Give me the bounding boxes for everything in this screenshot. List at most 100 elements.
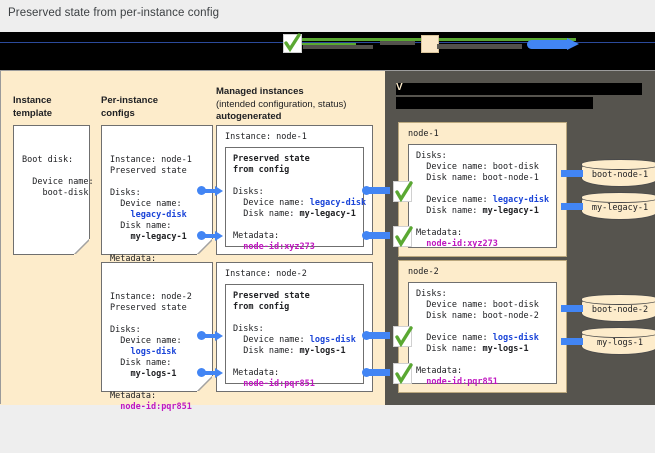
- disk-name-label: Disk name:: [120, 358, 172, 368]
- column-heading-instance-template: Instance template: [13, 95, 52, 120]
- disk-label: boot-node-2: [591, 305, 649, 315]
- connector-bar-mi2-disk: [369, 332, 390, 339]
- preserved-device-name-value: legacy-disk: [492, 195, 550, 205]
- disk-name-value: my-legacy-1: [299, 209, 356, 219]
- legend-rule: [0, 42, 655, 43]
- heading-line-2: configs: [101, 107, 135, 119]
- preserved-device-name-value: logs-disk: [492, 333, 539, 343]
- boot-device-name-label: Device name:: [426, 162, 493, 172]
- node-name: node-2: [408, 267, 439, 277]
- column-heading-right-obscured-1: [396, 83, 642, 95]
- column-heading-right-visible-glyph: V: [396, 82, 403, 93]
- device-name-label: Device name:: [243, 335, 310, 345]
- device-name-label: Device name:: [120, 336, 182, 346]
- connector-node1-legacy-disk: [561, 203, 583, 210]
- managed-instance-box-node-1: Instance: node-1 Preserved state from co…: [216, 125, 373, 255]
- checkmark-icon: [283, 33, 302, 53]
- instance-template-content: Boot disk: Device name: boot-disk: [14, 148, 94, 206]
- device-name-value: logs-disk: [309, 335, 356, 345]
- connector-line-cfg2-metadata: [203, 370, 215, 375]
- connector-dot-mi1-metadata: [362, 231, 371, 240]
- disks-label: Disks:: [416, 289, 447, 299]
- metadata-value: node-id:pqr851: [426, 377, 498, 387]
- connector-dot-mi2-metadata: [362, 368, 371, 377]
- disk-cylinder-my-logs-1: my-logs-1: [581, 327, 655, 355]
- node-card-node-2: node-2 Disks: Device name: boot-disk Dis…: [398, 260, 567, 393]
- boot-device-name-label: Device name:: [426, 300, 493, 310]
- connector-node1-boot-disk: [561, 170, 583, 177]
- metadata-label: Metadata:: [416, 366, 463, 376]
- per-instance-config-box-node-1: Instance: node-1 Preserved state Disks: …: [101, 125, 213, 275]
- boot-disk-heading: Boot disk:: [22, 155, 74, 165]
- connector-dot-mi1-disk: [362, 186, 371, 195]
- legend-band: [0, 32, 655, 70]
- preserved-disk-name-label: Disk name:: [426, 344, 483, 354]
- preserved-line-2: from config: [233, 302, 290, 312]
- device-name-value: boot-disk: [42, 188, 89, 198]
- metadata-label: Metadata:: [110, 254, 157, 264]
- disk-label: my-legacy-1: [591, 203, 649, 213]
- connector-arrow-cfg1-metadata: [215, 230, 223, 241]
- boot-disk-name-label: Disk name:: [426, 173, 483, 183]
- blue-arrow-head-icon: [567, 38, 579, 50]
- preserved-line-1: Preserved state: [233, 291, 310, 301]
- disk-label: my-logs-1: [596, 338, 644, 348]
- preserved-device-name-label: Device name:: [426, 333, 493, 343]
- preserved-line-1: Preserved state: [233, 154, 310, 164]
- preserved-state-label: Preserved state: [110, 303, 187, 313]
- disk-name-label: Disk name:: [243, 346, 300, 356]
- connector-bar-mi1-metadata: [369, 232, 390, 239]
- instance-template-box: Boot disk: Device name: boot-disk: [13, 125, 94, 255]
- diagram-page: Preserved state from per-instance config…: [0, 7, 655, 412]
- disks-label: Disks:: [233, 187, 264, 197]
- metadata-value: node-id:pqr851: [243, 379, 315, 389]
- metadata-label: Metadata:: [233, 368, 280, 378]
- preserved-device-name-label: Device name:: [426, 195, 493, 205]
- disk-name-value: my-logs-1: [130, 369, 177, 379]
- node-details: Disks: Device name: boot-disk Disk name:…: [408, 144, 557, 249]
- panel-left-edge: [0, 70, 1, 404]
- node-name: node-1: [408, 129, 439, 139]
- connector-line-cfg1-disk: [203, 188, 215, 193]
- node-card-node-1: node-1 Disks: Device name: boot-disk Dis…: [398, 122, 567, 257]
- disk-label: boot-node-1: [591, 170, 649, 180]
- connector-dot-cfg2-metadata: [197, 368, 206, 377]
- instance-name: Instance: node-1: [110, 155, 192, 165]
- disk-cylinder-boot-node-2: boot-node-2: [581, 294, 655, 322]
- preserved-disk-name-label: Disk name:: [426, 206, 483, 216]
- metadata-label: Metadata:: [110, 391, 157, 401]
- node-details: Disks: Device name: boot-disk Disk name:…: [408, 282, 557, 387]
- config-content: Instance: node-2 Preserved state Disks: …: [102, 285, 212, 420]
- connector-line-cfg1-metadata: [203, 233, 215, 238]
- heading-line-1: Managed instances: [216, 86, 304, 97]
- boot-device-name-value: boot-disk: [492, 162, 539, 172]
- preserved-line-2: from config: [233, 165, 290, 175]
- status-check-node2-disk: [393, 326, 413, 348]
- connector-bar-mi2-metadata: [369, 369, 390, 376]
- metadata-value: node-id:xyz273: [426, 239, 498, 249]
- disk-name-value: my-legacy-1: [130, 232, 187, 242]
- disks-label: Disks:: [110, 325, 141, 335]
- status-check-node1-metadata: [393, 226, 413, 248]
- boot-device-name-value: boot-disk: [492, 300, 539, 310]
- instance-name: Instance: node-2: [110, 292, 192, 302]
- device-name-label: Device name:: [32, 177, 94, 187]
- managed-instance-box-node-2: Instance: node-2 Preserved state from co…: [216, 262, 373, 392]
- preserved-state-label: Preserved state: [110, 166, 187, 176]
- preserved-disk-name-value: my-legacy-1: [482, 206, 539, 216]
- status-check-node2-metadata: [393, 363, 413, 385]
- legend-obscured-text-1: [303, 45, 373, 49]
- device-name-value: legacy-disk: [309, 198, 367, 208]
- metadata-label: Metadata:: [233, 231, 280, 241]
- legend-obscured-text-2: [437, 44, 522, 49]
- connector-dot-mi2-disk: [362, 331, 371, 340]
- heading-line-1: Instance: [13, 95, 52, 106]
- metadata-label: Metadata:: [416, 228, 463, 238]
- boot-disk-name-value: boot-node-2: [482, 311, 539, 321]
- column-heading-right-obscured-2: [396, 97, 593, 109]
- disks-label: Disks:: [110, 188, 141, 198]
- heading-line-2: (intended configuration, status): [216, 98, 347, 110]
- device-name-label: Device name:: [120, 199, 182, 209]
- blue-arrow-marker: [527, 40, 572, 49]
- column-heading-managed-instances: Managed instances (intended configuratio…: [216, 86, 346, 124]
